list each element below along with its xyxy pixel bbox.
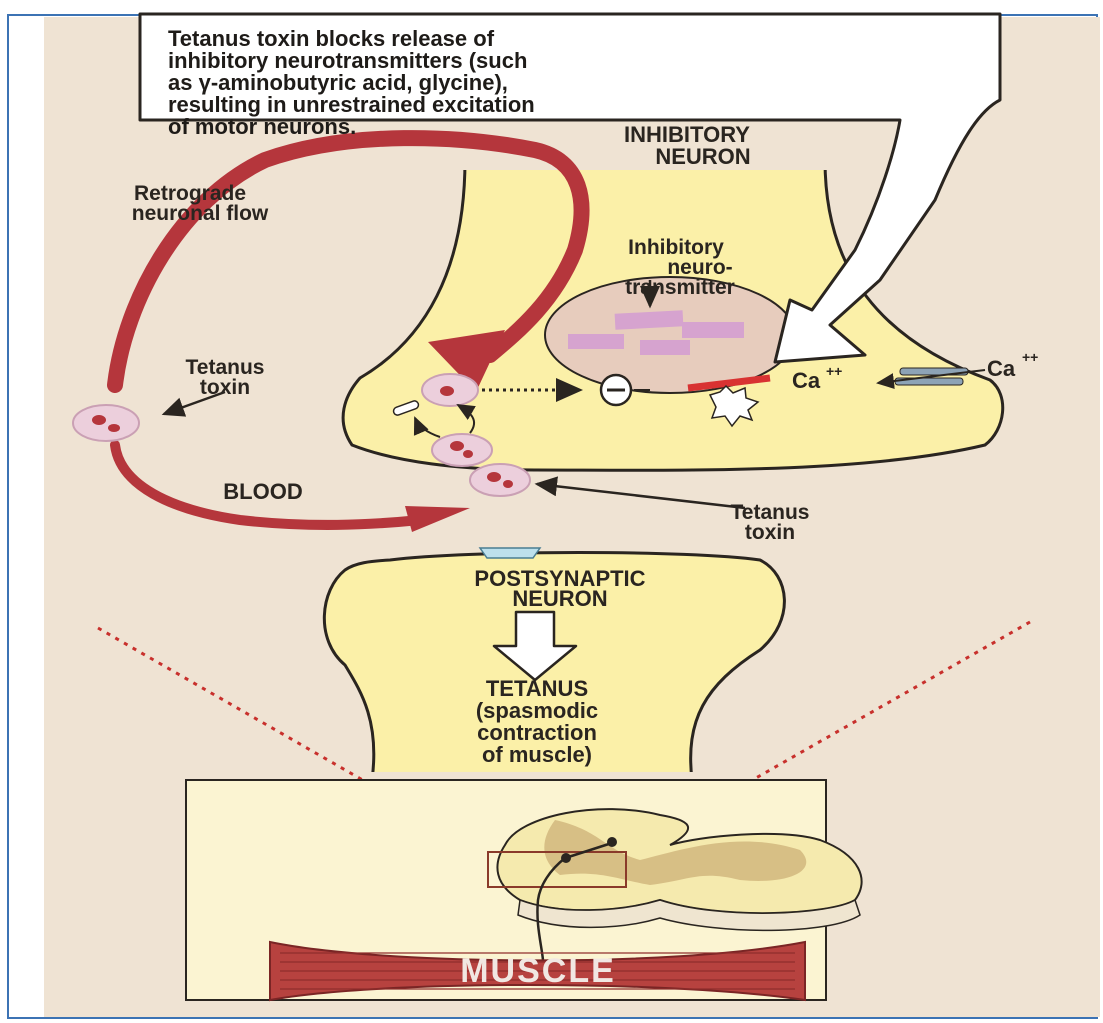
- calcium-outer-charge: ++: [1022, 349, 1038, 365]
- blood-label: BLOOD: [223, 479, 302, 504]
- toxin-vesicle-synapse: [470, 464, 530, 496]
- tetanus-toxin-left-label-line-2: toxin: [200, 376, 250, 399]
- toxin-vesicle-terminal-bottom: [432, 434, 492, 466]
- calcium-outer-label: Ca: [987, 356, 1016, 381]
- inhibitory-neuron-label-line-2: NEURON: [655, 144, 750, 169]
- neurotransmitter-granule: [682, 322, 744, 338]
- toxin-vesicle-blood: [73, 405, 139, 441]
- neuron-cell-body-1: [607, 837, 617, 847]
- toxin-vesicle-terminal-top: [422, 374, 478, 406]
- tetanus-label-line-4: of muscle): [482, 742, 592, 767]
- tetanus-toxin-bottom-label-line-2: toxin: [745, 521, 795, 544]
- calcium-inner-label: Ca: [792, 368, 821, 393]
- callout-text-line-5: of motor neurons.: [168, 114, 356, 139]
- muscle-label: MUSCLE: [460, 952, 616, 990]
- neurotransmitter-granule: [640, 340, 690, 355]
- calcium-inner-charge: ++: [826, 363, 842, 379]
- neurotransmitter-granule: [568, 334, 624, 349]
- postsynaptic-neuron-label-line-2: NEURON: [512, 586, 607, 611]
- retrograde-flow-label-line-2: neuronal flow: [132, 202, 269, 225]
- neuron-cell-body-2: [561, 853, 571, 863]
- neurotransmitter-label-line-3: transmitter: [625, 276, 735, 299]
- synapse-connector: [480, 548, 540, 558]
